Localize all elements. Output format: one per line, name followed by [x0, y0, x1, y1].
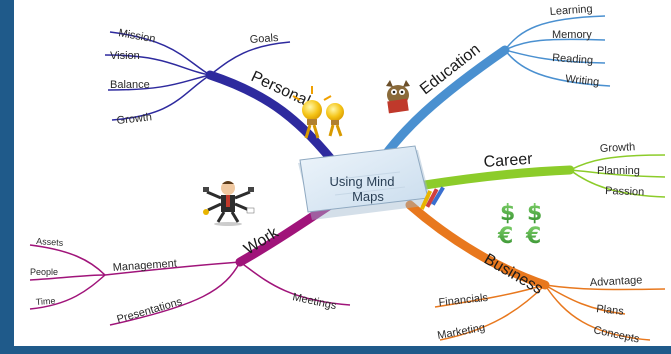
node-vision[interactable]: Vision	[110, 50, 140, 62]
node-reading[interactable]: Reading	[552, 52, 594, 67]
lightbulb-people-icon	[292, 86, 344, 139]
personal-link-goals	[209, 41, 291, 76]
node-presentations[interactable]: Presentations	[116, 296, 184, 326]
branch-personal	[104, 31, 345, 175]
node-planning[interactable]: Planning	[597, 165, 640, 177]
node-writing[interactable]: Writing	[565, 73, 600, 88]
center-paper-line	[329, 171, 401, 181]
personal-link-growth	[111, 74, 211, 121]
svg-text:€: €	[525, 224, 541, 249]
work-trunk	[235, 200, 335, 267]
branch-label-career[interactable]: Career	[483, 151, 534, 171]
node-people[interactable]: People	[30, 267, 58, 277]
branch-label-business[interactable]: Business	[481, 251, 546, 298]
education-link-reading	[504, 49, 606, 64]
svg-text:$: $	[500, 201, 515, 226]
center-title-line1: Using Mind	[329, 174, 394, 189]
node-growth-personal[interactable]: Growth	[116, 111, 153, 127]
business-link-plans	[544, 284, 626, 315]
business-link-concepts	[544, 284, 651, 341]
personal-trunk	[205, 70, 345, 175]
node-balance[interactable]: Balance	[110, 79, 150, 91]
left-frame-bar	[0, 0, 14, 354]
branch-career	[420, 154, 666, 198]
personal-link-mission	[109, 31, 211, 76]
management-link-people	[29, 274, 106, 281]
center-title-line2: Maps	[352, 189, 384, 204]
personal-link-balance	[107, 74, 211, 91]
bottom-frame-bar	[0, 346, 671, 354]
node-mission[interactable]: Mission	[117, 27, 156, 45]
node-passion[interactable]: Passion	[605, 185, 645, 198]
career-link-growth	[569, 154, 666, 171]
education-link-memory	[504, 38, 606, 51]
reading-gremlin-icon	[386, 80, 410, 114]
node-financials[interactable]: Financials	[438, 292, 489, 309]
node-goals[interactable]: Goals	[249, 32, 279, 46]
node-time[interactable]: Time	[35, 296, 55, 307]
node-meetings[interactable]: Meetings	[291, 291, 338, 312]
career-trunk	[420, 165, 575, 190]
work-link-management	[104, 261, 241, 276]
node-growth-career[interactable]: Growth	[600, 141, 636, 155]
svg-text:€: €	[497, 224, 513, 249]
node-memory[interactable]: Memory	[552, 29, 592, 41]
center-node[interactable]: Using Mind Maps	[298, 145, 432, 220]
branch-business	[405, 200, 666, 341]
multitasking-businessman-icon	[203, 181, 255, 226]
node-management[interactable]: Management	[112, 258, 177, 274]
management-link-time	[29, 274, 106, 310]
work-link-meetings	[239, 261, 351, 306]
node-plans[interactable]: Plans	[596, 303, 625, 318]
center-paper-line	[334, 186, 406, 196]
currency-symbols-icon: $ $ € €	[497, 201, 542, 249]
business-trunk	[405, 200, 550, 290]
business-link-advantage	[544, 284, 666, 291]
branch-label-personal[interactable]: Personal	[248, 68, 312, 110]
node-advantage[interactable]: Advantage	[590, 274, 643, 289]
branch-work	[29, 200, 351, 326]
business-link-financials	[434, 284, 546, 308]
management-link-assets	[29, 244, 106, 276]
node-marketing[interactable]: Marketing	[436, 322, 486, 342]
career-link-planning	[569, 169, 666, 178]
education-link-learning	[504, 15, 606, 51]
education-link-writing	[504, 49, 611, 87]
node-concepts[interactable]: Concepts	[592, 324, 640, 346]
work-link-presentations	[109, 261, 241, 326]
node-learning[interactable]: Learning	[549, 3, 593, 18]
pencils-icon	[419, 186, 445, 210]
svg-text:$: $	[527, 201, 542, 226]
business-link-marketing	[439, 284, 546, 341]
personal-link-vision	[104, 54, 211, 76]
node-assets[interactable]: Assets	[36, 236, 64, 248]
career-link-passion	[569, 169, 666, 198]
